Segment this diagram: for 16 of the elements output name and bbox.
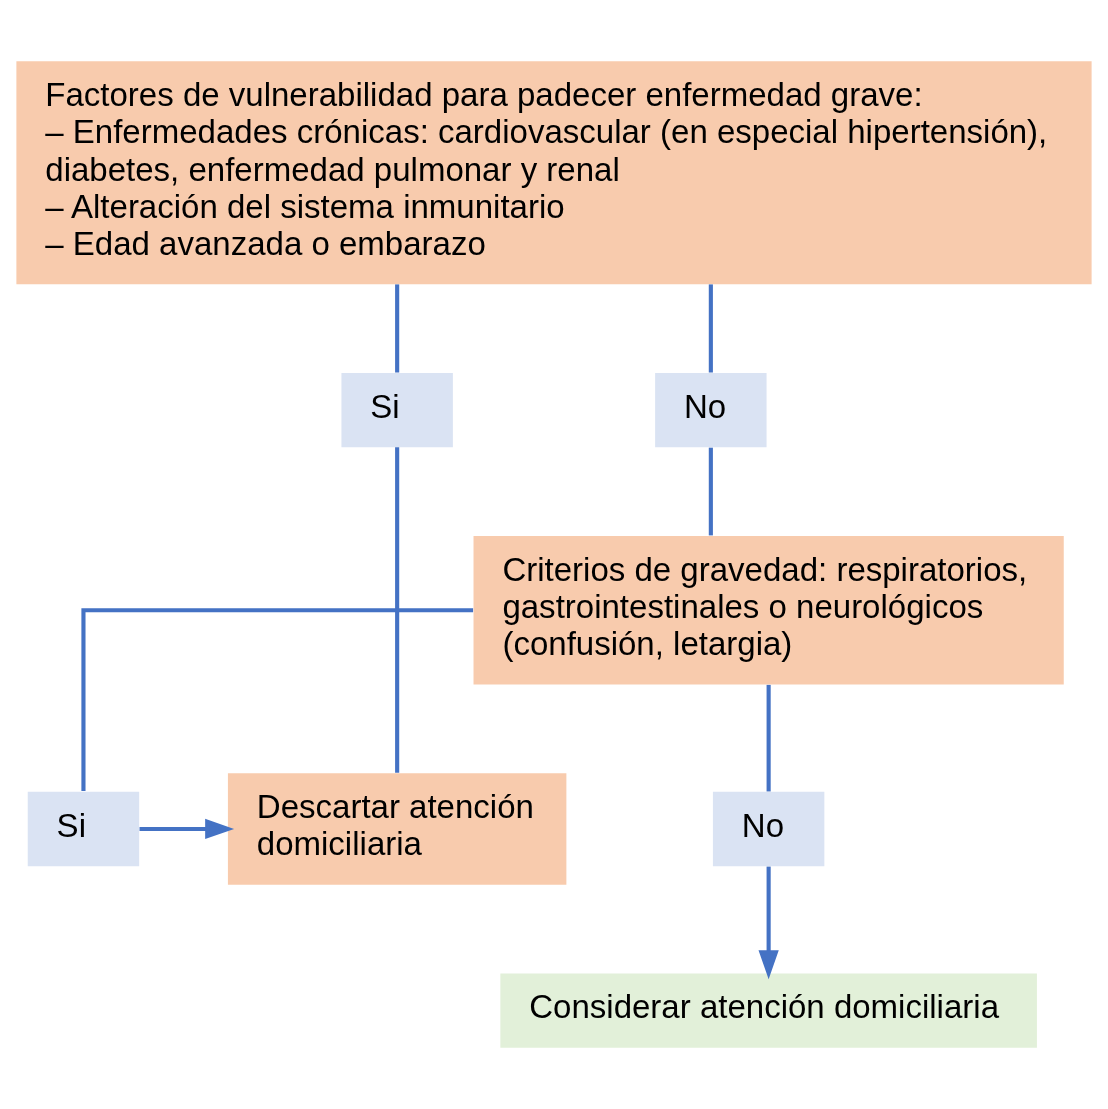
node-box: Factores de vulnerabilidad para padecer enfermedad grave: – Enfermedades crónicas: cardiovascular (en especial hipertensión), diabetes, enfermedad pulmonar y renal – Alteración del sistema inmunitario – Edad avanzada o embarazo xyxy=(16,61,1092,285)
connector xyxy=(395,447,400,773)
node-box: Si xyxy=(341,372,453,448)
connector xyxy=(81,608,474,791)
node-box: Descartar atención domiciliaria xyxy=(227,773,567,885)
connector xyxy=(708,284,713,373)
connector xyxy=(708,447,713,536)
node-box: Si xyxy=(27,791,140,867)
arrow xyxy=(139,818,235,840)
node-box: No xyxy=(712,791,825,867)
arrow xyxy=(758,866,779,980)
connector xyxy=(766,684,771,792)
node-box: No xyxy=(655,372,767,448)
node-box: Considerar atención domiciliaria xyxy=(500,973,1037,1048)
connector xyxy=(395,284,400,373)
node-box: Criterios de gravedad: respiratorios, gastrointestinales o neurológicos (confusión, letargia) xyxy=(473,535,1064,685)
